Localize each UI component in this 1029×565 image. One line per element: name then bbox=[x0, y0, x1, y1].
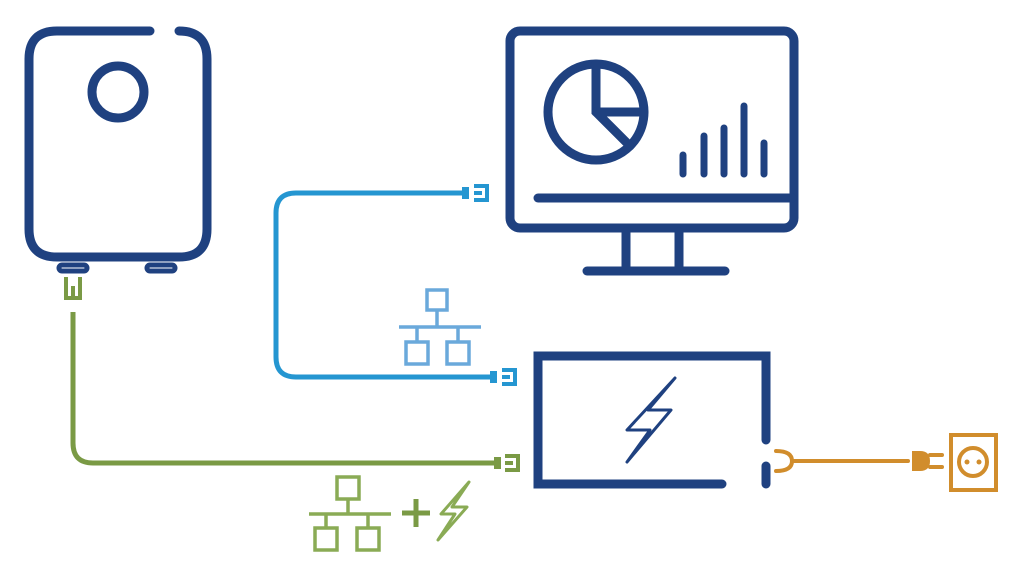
lightning-bolt-icon bbox=[436, 480, 471, 542]
rj45-connector-icon bbox=[490, 368, 517, 386]
monitor-dashboard-icon bbox=[505, 26, 799, 276]
lightning-bolt-icon bbox=[625, 376, 677, 464]
plug-icon bbox=[912, 451, 944, 471]
rj45-connector-icon bbox=[462, 184, 489, 202]
rj45-connector-icon bbox=[494, 454, 520, 472]
poe-cable bbox=[64, 277, 520, 472]
power-cable bbox=[774, 449, 944, 473]
plug-socket-icon bbox=[774, 449, 795, 473]
network-plus-power-icon bbox=[309, 475, 471, 552]
rj45-connector-icon bbox=[64, 277, 82, 300]
network-icon bbox=[399, 288, 481, 366]
power-outlet-icon bbox=[949, 433, 998, 492]
poe-injector-icon bbox=[533, 351, 771, 489]
access-point-icon bbox=[24, 26, 212, 274]
plus-icon bbox=[402, 499, 430, 527]
data-cable bbox=[273, 184, 517, 386]
pie-chart-icon bbox=[543, 59, 649, 165]
bar-chart-icon bbox=[679, 102, 768, 178]
